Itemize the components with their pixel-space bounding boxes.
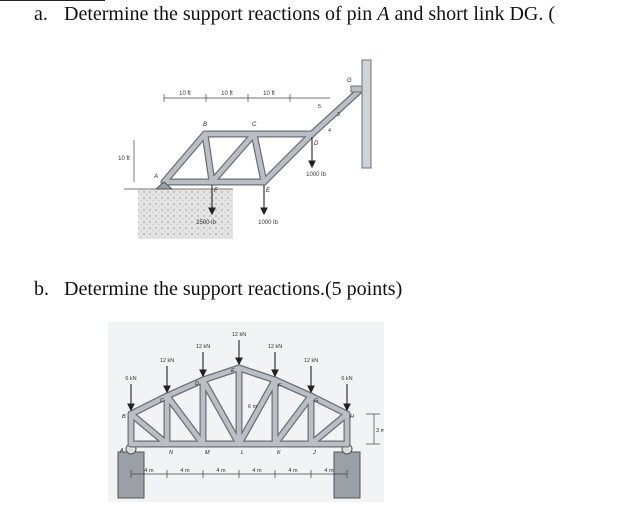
- load-b-7: 6 kN: [341, 376, 352, 382]
- truss-b-load-arrows: [127, 340, 351, 412]
- node-B: B: [203, 122, 207, 128]
- node-b-L: L: [241, 450, 244, 456]
- node-A: A: [153, 174, 158, 180]
- node-D: D: [314, 141, 319, 147]
- node-b-H: H: [350, 414, 354, 420]
- node-b-K: K: [277, 450, 281, 456]
- truss-members-fill: [161, 89, 361, 185]
- load-2500: 2500 lb: [196, 220, 216, 226]
- load-b-6: 12 kN: [304, 358, 318, 364]
- node-b-N: N: [169, 450, 173, 456]
- problem-a: a. Determine the support reactions of pin…: [34, 3, 555, 26]
- node-b-C: C: [160, 398, 164, 404]
- pin-support-A: [154, 181, 174, 190]
- wall: [361, 59, 372, 169]
- node-b-J: J: [312, 450, 316, 456]
- load-b-3: 12 kN: [196, 344, 210, 350]
- node-b-G: G: [314, 398, 319, 404]
- height-3m: 3 m: [376, 428, 384, 434]
- node-b-D: D: [195, 381, 199, 387]
- load-b-5: 12 kN: [268, 344, 282, 350]
- truss-figure-a: 10 ft 10 ft 10 ft 10 ft 2500 lb 1000 lb …: [118, 59, 372, 239]
- load-b-4: 12 kN: [232, 332, 246, 338]
- node-C: C: [252, 122, 257, 128]
- node-b-A: A: [119, 448, 124, 454]
- node-F: F: [214, 188, 218, 194]
- dim-b-5: 4 m: [288, 468, 298, 474]
- load-b-1: 6 kN: [125, 376, 136, 382]
- dim-b-3: 4 m: [216, 468, 226, 474]
- header-rule: [0, 0, 105, 1]
- load-arrows: [208, 137, 316, 216]
- dim-2: 10 ft: [221, 91, 233, 97]
- short-link-DG: [350, 85, 363, 93]
- problem-a-label: a.: [34, 3, 48, 25]
- problem-b-label: b.: [34, 278, 49, 300]
- ground-block: [138, 189, 233, 239]
- height-label: 10 ft: [118, 156, 130, 162]
- slope-4: 4: [328, 128, 331, 134]
- dimension-line: [163, 94, 330, 102]
- load-1000-E: 1000 lb: [258, 220, 278, 226]
- dim-b-2: 4 m: [180, 468, 190, 474]
- node-b-F: F: [278, 383, 282, 389]
- node-G: G: [347, 78, 352, 84]
- height-6m: 6 m: [248, 404, 258, 410]
- truss-figure-b: 6 kN 12 kN 12 kN 12 kN 12 kN 12 kN 6 kN …: [108, 322, 384, 502]
- dim-3: 10 ft: [263, 91, 275, 97]
- problem-b: b. Determine the support reactions.(5 poi…: [34, 278, 402, 301]
- node-E: E: [266, 188, 271, 194]
- slope-5: 5: [318, 104, 321, 110]
- node-b-E: E: [231, 368, 235, 374]
- node-b-M: M: [205, 450, 210, 456]
- bottom-dimension: [130, 470, 348, 478]
- dim-b-1: 4 m: [144, 468, 154, 474]
- load-b-2: 12 kN: [160, 358, 174, 364]
- height-3m-dim: [366, 413, 380, 445]
- problem-a-text-after: and short link DG. (: [389, 3, 556, 25]
- problem-a-italic-A: A: [377, 3, 390, 25]
- node-b-B: B: [122, 414, 126, 420]
- load-1000-D: 1000 lb: [306, 172, 326, 178]
- problem-a-text-before: Determine the support reactions of pin: [64, 3, 378, 25]
- dim-b-6: 4 m: [324, 468, 334, 474]
- dim-1: 10 ft: [179, 91, 191, 97]
- problem-b-text: Determine the support reactions.(5 point…: [64, 278, 403, 300]
- dim-b-4: 4 m: [252, 468, 262, 474]
- slope-3: 3: [337, 112, 340, 118]
- truss-b-members-fill: [128, 365, 350, 447]
